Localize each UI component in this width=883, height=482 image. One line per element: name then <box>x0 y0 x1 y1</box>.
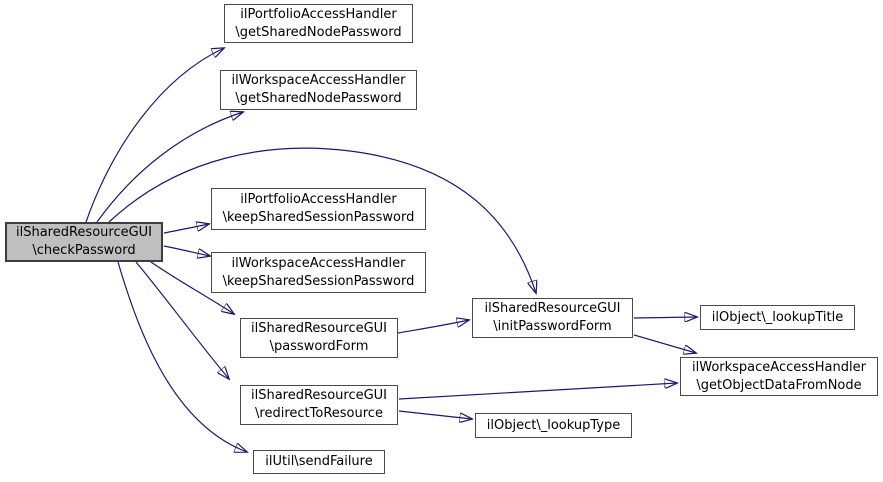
node-label: ilWorkspaceAccessHandler <box>231 255 406 271</box>
node-sendFailure[interactable]: ilUtil\sendFailure <box>253 450 385 474</box>
edge-checkPassword-to-ws-getSharedNodePassword <box>96 112 243 223</box>
edge-passwordForm-to-initPasswordForm <box>397 320 469 334</box>
node-label: \redirectToResource <box>255 406 383 421</box>
node-lookupType[interactable]: ilObject\_lookupType <box>475 413 632 438</box>
node-label: \getSharedNodePassword <box>235 91 402 106</box>
node-label: ilSharedResourceGUI <box>250 321 388 336</box>
node-label: \getObjectDataFromNode <box>696 377 862 393</box>
node-label: ilWorkspaceAccessHandler <box>231 73 406 88</box>
node-ws-getSharedNodePassword[interactable]: ilWorkspaceAccessHandler \getSharedNodeP… <box>220 70 417 110</box>
node-label: ilUtil\sendFailure <box>265 454 373 469</box>
node-passwordForm[interactable]: ilSharedResourceGUI \passwordForm <box>240 318 398 358</box>
edge-checkPassword-to-pf-getSharedNodePassword <box>85 48 224 223</box>
edge-checkPassword-to-pf-keepSharedSessionPassword <box>163 224 209 234</box>
node-lookupTitle[interactable]: ilObject\_lookupTitle <box>700 305 855 330</box>
node-label: ilSharedResourceGUI <box>15 225 153 240</box>
edge-checkPassword-to-ws-keepSharedSessionPassword <box>163 245 210 256</box>
node-label: ilWorkspaceAccessHandler <box>692 359 866 375</box>
edge-checkPassword-to-sendFailure <box>117 261 247 452</box>
edge-redirectToResource-to-getObjectDataFromNode <box>398 383 677 400</box>
edge-checkPassword-to-passwordForm <box>150 261 234 314</box>
node-label: ilPortfolioAccessHandler <box>240 6 397 22</box>
node-pf-keepSharedSessionPassword[interactable]: ilPortfolioAccessHandler \keepSharedSess… <box>211 188 426 230</box>
node-pf-getSharedNodePassword[interactable]: ilPortfolioAccessHandler \getSharedNodeP… <box>224 4 413 43</box>
edge-initPasswordForm-to-lookupTitle <box>633 317 697 318</box>
node-label: \passwordForm <box>269 339 369 354</box>
node-label: ilSharedResourceGUI <box>250 388 388 403</box>
node-label: ilObject\_lookupType <box>486 417 621 433</box>
node-checkPassword: ilSharedResourceGUI \checkPassword <box>5 222 163 262</box>
node-ws-keepSharedSessionPassword[interactable]: ilWorkspaceAccessHandler \keepSharedSess… <box>211 252 426 293</box>
node-label: \getSharedNodePassword <box>235 24 402 40</box>
edge-redirectToResource-to-lookupType <box>398 410 472 419</box>
edge-initPasswordForm-to-getObjectDataFromNode <box>633 334 696 353</box>
node-label: \initPasswordForm <box>493 319 612 334</box>
node-label: ilObject\_lookupTitle <box>711 309 844 325</box>
node-label: \checkPassword <box>32 243 136 258</box>
node-label: \keepSharedSessionPassword <box>222 210 415 225</box>
node-label: \keepSharedSessionPassword <box>222 273 415 289</box>
edge-checkPassword-to-initPasswordForm <box>108 147 536 293</box>
node-label: ilSharedResourceGUI <box>484 301 621 316</box>
node-label: ilPortfolioAccessHandler <box>240 192 397 207</box>
node-redirectToResource[interactable]: ilSharedResourceGUI \redirectToResource <box>240 385 398 425</box>
edge-checkPassword-to-redirectToResource <box>135 261 229 379</box>
node-initPasswordForm[interactable]: ilSharedResourceGUI \initPasswordForm <box>472 298 633 338</box>
node-getObjectDataFromNode[interactable]: ilWorkspaceAccessHandler \getObjectDataF… <box>680 357 878 396</box>
